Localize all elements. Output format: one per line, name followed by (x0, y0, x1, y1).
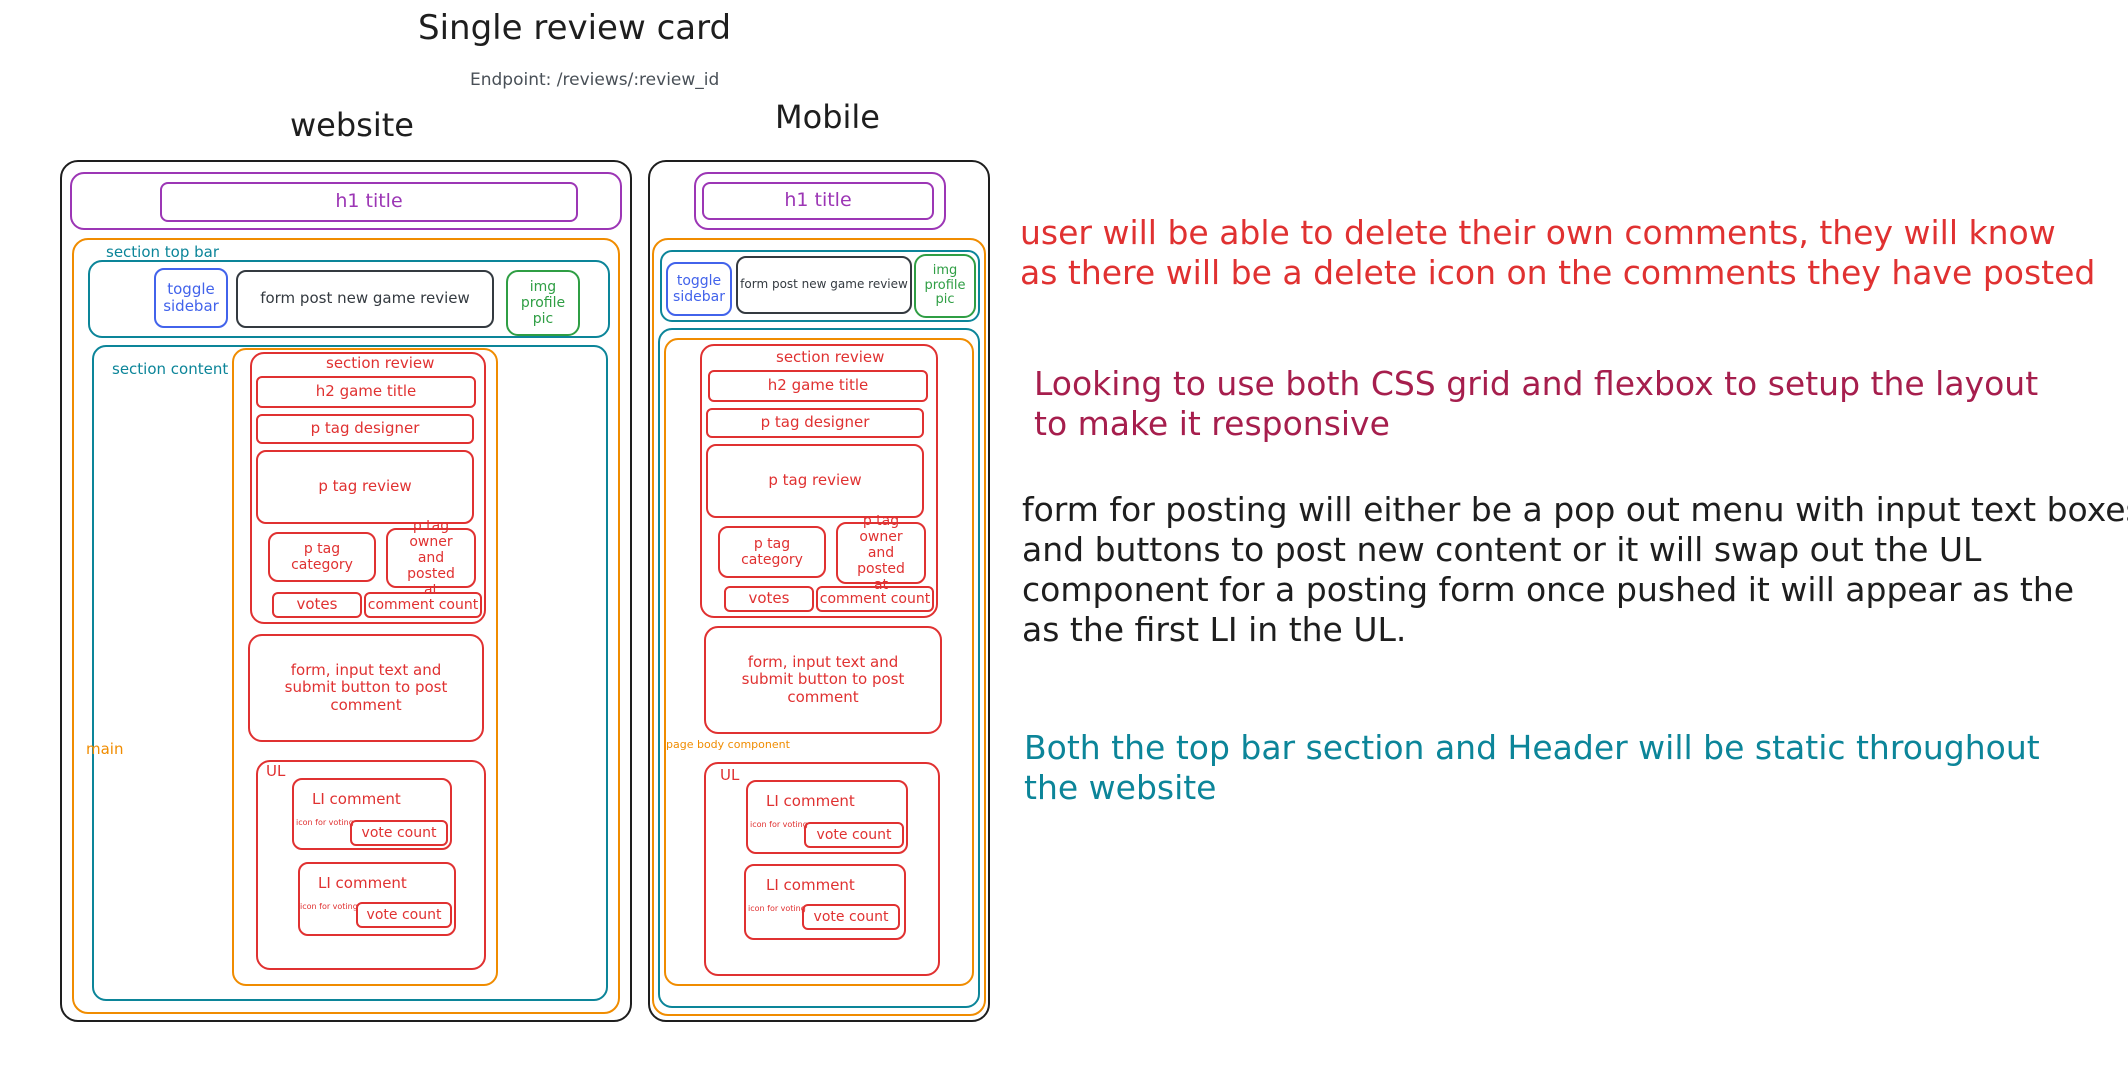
note-line: user will be able to delete their own co… (1020, 213, 2056, 252)
website-p-owner-posted: p tag owner and posted at (386, 518, 476, 598)
note-line: form for posting will either be a pop ou… (1022, 490, 2128, 529)
website-main-label: main (86, 740, 124, 758)
mobile-icon-voting-1: icon for voting (750, 820, 808, 829)
website-section-content (92, 345, 608, 1001)
website-section-top-bar-label: section top bar (106, 243, 220, 261)
note-posting-form: form for posting will either be a pop ou… (1022, 490, 2128, 650)
website-h2-game-title: h2 game title (256, 376, 476, 408)
mobile-vote-count-2: vote count (802, 904, 900, 930)
note-line: Both the top bar section and Header will… (1024, 728, 2040, 767)
mobile-h2-game-title: h2 game title (708, 370, 928, 402)
mobile-ul (704, 762, 940, 976)
mobile-section-review (700, 344, 938, 618)
mobile-p-category: p tag category (718, 526, 826, 578)
mobile-li-comment-2 (744, 864, 906, 940)
note-line: Looking to use both CSS grid and flexbox… (1034, 364, 2039, 403)
note-static-top-bar: Both the top bar section and Header will… (1024, 728, 2040, 808)
note-line: to make it responsive (1034, 404, 1390, 443)
note-delete-comments: user will be able to delete their own co… (1020, 213, 2095, 293)
mobile-toggle-sidebar: toggle sidebar (666, 262, 732, 316)
website-page-body (232, 348, 498, 986)
mobile-img-profile-pic: img profile pic (914, 254, 976, 318)
note-css-grid-flexbox: Looking to use both CSS grid and flexbox… (1034, 364, 2038, 444)
mobile-frame (648, 160, 990, 1022)
website-ul (256, 760, 486, 970)
mobile-page-body (664, 338, 974, 986)
website-ul-label: UL (266, 762, 286, 780)
website-comment-form: form, input text and submit button to po… (248, 634, 484, 742)
website-section-top-bar (88, 260, 610, 338)
mobile-section-top-bar (660, 250, 980, 322)
website-li-comment-1-label: LI comment (312, 790, 401, 808)
website-votes: votes (272, 592, 362, 618)
mobile-section-content (658, 328, 980, 1008)
mobile-p-designer: p tag designer (706, 408, 924, 438)
mobile-p-review: p tag review (706, 444, 924, 518)
website-li-comment-2 (298, 862, 456, 936)
website-main (72, 238, 620, 1014)
website-section-review-label: section review (326, 354, 435, 372)
note-line: component for a posting form once pushed… (1022, 570, 2075, 609)
mobile-main (652, 238, 986, 1016)
website-vote-count-2: vote count (356, 902, 452, 928)
mobile-header-box (694, 172, 946, 230)
website-heading: website (290, 106, 414, 144)
website-p-designer: p tag designer (256, 414, 474, 444)
mobile-vote-count-1: vote count (804, 822, 904, 848)
website-img-profile-pic: img profile pic (506, 270, 580, 336)
mobile-icon-voting-2: icon for voting (748, 904, 806, 913)
website-section-content-label: section content (112, 360, 229, 378)
website-li-comment-1 (292, 778, 452, 850)
mobile-li-comment-1 (746, 780, 908, 854)
note-line: as there will be a delete icon on the co… (1020, 253, 2096, 292)
note-line: the website (1024, 768, 1217, 807)
mobile-form-post-review: form post new game review (736, 256, 912, 314)
endpoint-label: Endpoint: /reviews/:review_id (470, 70, 720, 90)
website-li-comment-2-label: LI comment (318, 874, 407, 892)
diagram-title: Single review card (418, 8, 732, 48)
note-line: and buttons to post new content or it wi… (1022, 530, 1982, 569)
mobile-ul-label: UL (720, 766, 740, 784)
website-vote-count-1: vote count (350, 820, 448, 846)
website-section-review (250, 352, 486, 624)
mobile-votes: votes (724, 586, 814, 612)
mobile-page-body-label: page body component (666, 738, 790, 751)
website-frame (60, 160, 632, 1022)
website-h1-title: h1 title (160, 182, 578, 222)
website-icon-voting-2: icon for voting (300, 902, 358, 911)
website-toggle-sidebar: toggle sidebar (154, 268, 228, 328)
mobile-section-review-label: section review (776, 348, 885, 366)
mobile-comment-count: comment count (816, 586, 934, 612)
mobile-comment-form: form, input text and submit button to po… (704, 626, 942, 734)
website-p-category: p tag category (268, 532, 376, 582)
mobile-heading: Mobile (775, 98, 880, 136)
website-form-post-review: form post new game review (236, 270, 494, 328)
mobile-h1-title: h1 title (702, 182, 934, 220)
website-comment-count: comment count (364, 592, 482, 618)
mobile-li-comment-2-label: LI comment (766, 876, 855, 894)
website-icon-voting-1: icon for voting (296, 818, 354, 827)
note-line: as the first LI in the UL. (1022, 610, 1407, 649)
mobile-li-comment-1-label: LI comment (766, 792, 855, 810)
website-p-review: p tag review (256, 450, 474, 524)
website-header-box (70, 172, 622, 230)
mobile-p-owner-posted: p tag owner and posted at (836, 513, 926, 593)
